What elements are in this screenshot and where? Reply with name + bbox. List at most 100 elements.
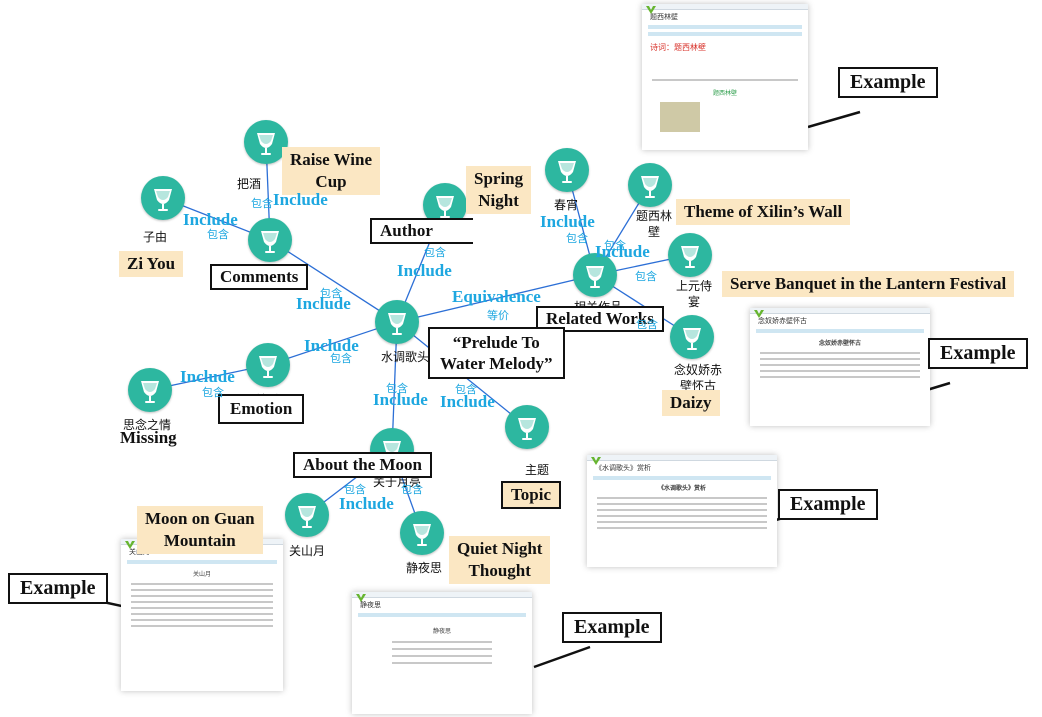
relation-include-zuozhe: Include xyxy=(397,261,452,280)
label-en-guanyu: About the Moon xyxy=(293,452,433,478)
cup-icon xyxy=(413,524,431,546)
thumb-heading: 念奴娇赤壁怀古 xyxy=(818,340,861,347)
label-en-guanshan: Moon on Guan Mountain xyxy=(137,506,263,554)
relation-include-bajiu: Include xyxy=(273,190,328,209)
thumb-heading: 静夜思 xyxy=(432,628,451,635)
relation-cn-zhuti: 包含 xyxy=(455,383,477,396)
relation-cn-chunxiao: 包含 xyxy=(566,232,588,245)
node-tixilin[interactable] xyxy=(628,163,672,207)
node-chunxiao[interactable] xyxy=(545,148,589,192)
relation-cn-zhushi: 包含 xyxy=(320,287,342,300)
cup-icon xyxy=(141,381,159,403)
relation-include-zhushi: Include xyxy=(296,294,351,313)
logo-icon xyxy=(356,594,366,602)
node-jingye[interactable] xyxy=(400,511,444,555)
example-thumbnail-xilin: 题西林壁 诗词：题西林壁 题西林壁 xyxy=(642,4,808,150)
relation-cn-qinggan: 包含 xyxy=(330,352,352,365)
cup-icon xyxy=(154,189,172,211)
node-shangyuan[interactable] xyxy=(668,233,712,277)
label-cn-bajiu: 把酒 xyxy=(236,177,262,191)
example-label-1: Example xyxy=(838,67,938,98)
label-en-qinggan: Emotion xyxy=(218,394,305,424)
relation-cn-guanyu: 包含 xyxy=(386,382,408,395)
example-label-3: Example xyxy=(778,489,878,520)
node-zhuti[interactable] xyxy=(505,405,549,449)
relation-include-guanshan: Include xyxy=(339,494,394,513)
cup-icon xyxy=(436,196,454,218)
relation-cn-shangyuan: 包含 xyxy=(635,270,657,283)
painting-image xyxy=(660,102,700,132)
label-cn-tixilin: 题西林 壁 xyxy=(635,209,673,239)
cup-icon xyxy=(388,313,406,335)
relation-include-qinggan: Include xyxy=(304,336,359,355)
example-thumbnail-daizy: 念奴娇赤壁怀古 念奴娇赤壁怀古 xyxy=(750,308,930,426)
node-qinggan[interactable] xyxy=(246,343,290,387)
label-en-bajiu: Raise Wine Cup xyxy=(282,147,381,195)
thumb-heading: 《水调歌头》赏析 xyxy=(657,485,706,492)
thumb-poem-text: 题西林壁 xyxy=(712,90,737,97)
relation-cn-sinian: 包含 xyxy=(202,386,224,399)
label-cn-guanshan: 关山月 xyxy=(288,544,326,558)
example-thumbnail-prelude: 《水调歌头》赏析 《水调歌头》赏析 xyxy=(587,455,777,567)
cup-icon xyxy=(259,356,277,378)
relation-include-ziyou: Include xyxy=(183,210,238,229)
cup-icon xyxy=(298,506,316,528)
cup-icon xyxy=(683,328,701,350)
example-label-2: Example xyxy=(928,338,1028,369)
thumb-red-title: 诗词：题西林壁 xyxy=(650,43,706,52)
cup-icon xyxy=(586,266,604,288)
node-niannu[interactable] xyxy=(670,315,714,359)
relation-include-shangyuan: Include xyxy=(595,242,650,261)
label-cn-guanyu: 关于月亮 xyxy=(372,475,422,489)
node-center[interactable] xyxy=(375,300,419,344)
node-sinian[interactable] xyxy=(128,368,172,412)
relation-include-guanyu: Include xyxy=(373,390,428,409)
label-en-zhushi: Comments xyxy=(210,264,309,290)
relation-include-chunxiao: Include xyxy=(540,212,595,231)
example-label-4: Example xyxy=(8,573,108,604)
node-bajiu[interactable] xyxy=(244,120,288,164)
cup-icon xyxy=(518,418,536,440)
label-en-jingye: Quiet Night Thought xyxy=(449,536,551,584)
relation-cn-niannu: 包含 xyxy=(636,318,658,331)
label-cn-zhuti: 主题 xyxy=(524,463,550,477)
example-thumbnail-guanshan: 关山月 关山月 xyxy=(121,539,283,691)
relation-cn-jingye: 包含 xyxy=(401,483,423,496)
label-en-shangyuan: Serve Banquet in the Lantern Festival xyxy=(722,271,1015,297)
relation-cn-tixilin: 包含 xyxy=(604,239,626,252)
label-en-sinian: Missing xyxy=(120,428,177,447)
label-en-zhuti: Topic xyxy=(501,481,562,509)
node-zhushi[interactable] xyxy=(248,218,292,262)
relation-cn-zuozhe: 包含 xyxy=(424,246,446,259)
node-guanshan[interactable] xyxy=(285,493,329,537)
label-en-center: “Prelude To Water Melody” xyxy=(428,327,565,379)
logo-icon xyxy=(125,541,135,549)
label-en-tixilin: Theme of Xilin’s Wall xyxy=(676,199,851,225)
thumb-title: 念奴娇赤壁怀古 xyxy=(758,317,807,325)
thumb-title: 题西林壁 xyxy=(650,13,678,21)
example-thumbnail-jingye: 静夜思 静夜思 xyxy=(352,592,532,714)
label-en-niannu: Daizy xyxy=(662,390,720,416)
label-cn-jingye: 静夜思 xyxy=(405,561,443,575)
label-cn-ziyou: 子由 xyxy=(142,230,168,244)
example-label-5: Example xyxy=(562,612,662,643)
relation-cn-guanshan: 包含 xyxy=(344,483,366,496)
label-en-chunxiao: Spring Night xyxy=(466,166,532,214)
logo-icon xyxy=(754,310,764,318)
relation-cn-equivalence: 等价 xyxy=(487,309,509,322)
label-en-ziyou: Zi You xyxy=(119,251,184,277)
relation-include-sinian: Include xyxy=(180,367,235,386)
cup-icon xyxy=(261,231,279,253)
label-cn-chunxiao: 春宵 xyxy=(553,198,579,212)
relation-cn-ziyou: 包含 xyxy=(207,228,229,241)
cup-icon xyxy=(681,246,699,268)
logo-icon xyxy=(591,457,601,465)
label-en-xiangguan: Related Works xyxy=(536,306,664,332)
node-xiangguan[interactable] xyxy=(573,253,617,297)
node-ziyou[interactable] xyxy=(141,176,185,220)
thumb-title: 静夜思 xyxy=(360,601,381,609)
label-cn-sinian: 思念之情 xyxy=(122,418,172,432)
label-cn-niannu: 念奴娇赤 壁怀古 xyxy=(673,363,723,393)
logo-icon xyxy=(646,6,656,14)
